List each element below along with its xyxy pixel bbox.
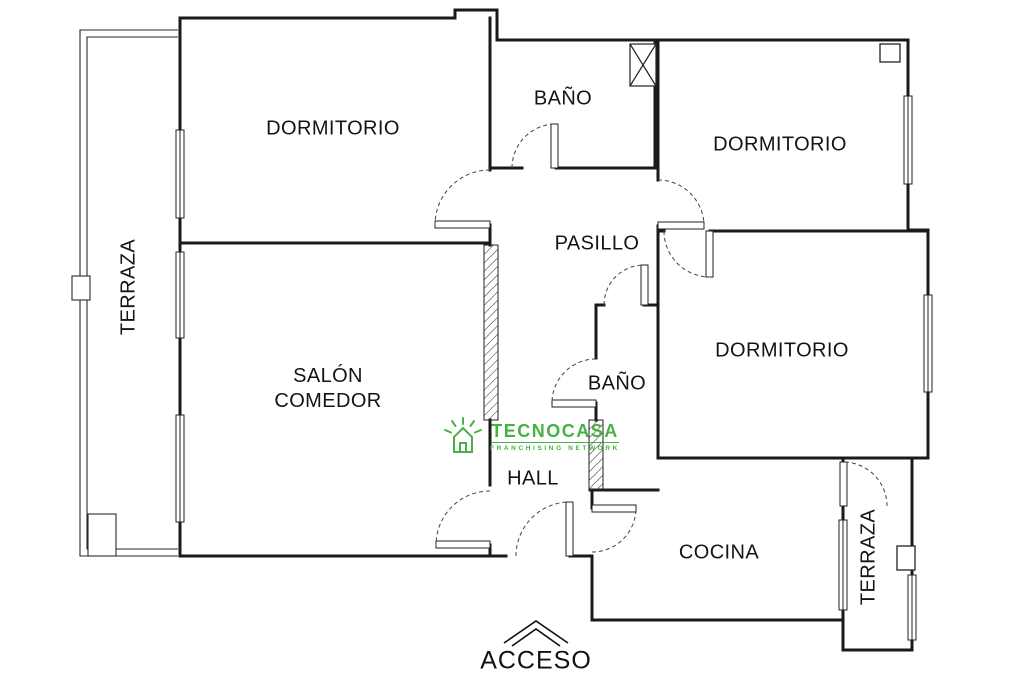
room-label-bano-mid: BAÑO — [587, 372, 647, 395]
vent-shaft-icon — [629, 43, 657, 87]
room-label-cocina: COCINA — [678, 541, 760, 564]
room-label-salon-comedor: SALÓN COMEDOR — [274, 365, 382, 412]
windows — [175, 95, 933, 641]
terrace-left-outline — [71, 29, 178, 557]
room-label-hall: HALL — [507, 467, 559, 490]
door-swing-arcs — [434, 123, 888, 557]
tecnocasa-wordmark: TECNOCASA FRANCHISING NETWORK — [490, 422, 620, 452]
brand-tagline: FRANCHISING NETWORK — [490, 445, 620, 452]
room-label-dormitorio-top-right: DORMITORIO — [713, 133, 847, 156]
brand-name: TECNOCASA — [491, 421, 619, 443]
room-label-terraza-left: TERRAZA — [117, 238, 140, 336]
room-label-dormitorio-top-left: DORMITORIO — [266, 117, 400, 140]
room-label-bano-top: BAÑO — [533, 87, 593, 110]
pillar-symbols — [879, 43, 916, 571]
tecnocasa-house-icon — [444, 417, 482, 453]
room-label-dormitorio-right: DORMITORIO — [715, 339, 849, 362]
tecnocasa-watermark: TECNOCASA FRANCHISING NETWORK — [441, 415, 620, 459]
entrance-label: ACCESO — [480, 646, 592, 675]
room-label-pasillo: PASILLO — [554, 232, 640, 255]
sliding-door-hatch — [483, 244, 604, 491]
room-label-terraza-right: TERRAZA — [857, 508, 880, 606]
acceso-arrow-icon — [503, 620, 569, 647]
